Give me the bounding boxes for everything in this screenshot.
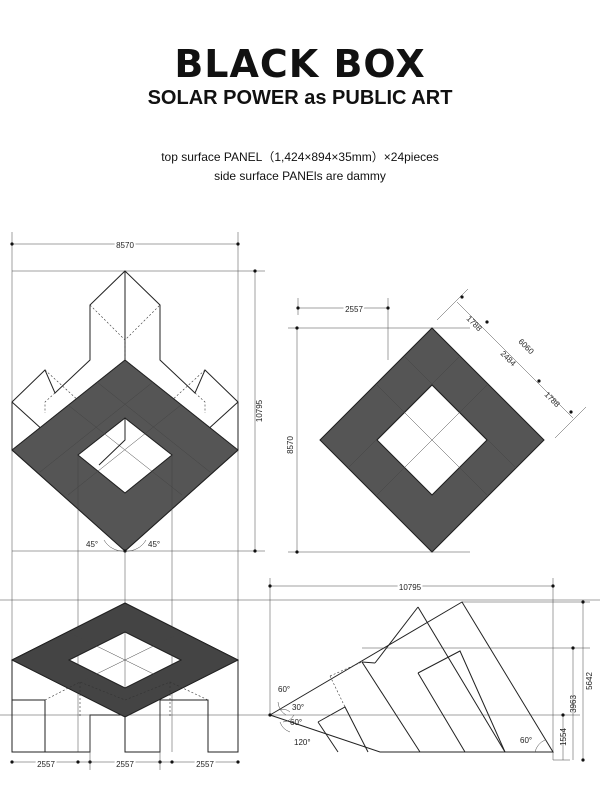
plan-drawing: 2557 8570 1788 6060 2484 1788	[286, 288, 587, 554]
elevation-drawing: 8570 10795 45° 45°	[10, 232, 265, 752]
front-span-1: 2557	[37, 760, 55, 769]
elevation-width-label: 8570	[116, 241, 134, 250]
side-angle-30: 30°	[292, 703, 304, 712]
dummy-panel-note: side surface PANEls are dammy	[214, 169, 386, 183]
front-span-2: 2557	[116, 760, 134, 769]
side-height-mid: 3963	[569, 695, 578, 713]
plan-height-label: 8570	[286, 436, 295, 454]
front-drawing: 2557 2557 2557	[0, 599, 600, 771]
side-angle-60: 60°	[290, 718, 302, 727]
plan-seg-b: 1788	[543, 390, 562, 409]
plan-seg-a: 1788	[465, 314, 484, 333]
page-subtitle: SOLAR POWER as PUBLIC ART	[147, 87, 453, 109]
side-angle-top: 60°	[278, 685, 290, 694]
side-width-label: 10795	[399, 583, 422, 592]
panel-spec-text: top surface PANEL（1,424×894×35mm）×24piec…	[161, 150, 439, 164]
side-angle-bottom: 60°	[520, 736, 532, 745]
elevation-height-label: 10795	[255, 399, 264, 422]
plan-seg-mid: 2484	[499, 349, 518, 368]
plan-seg-total: 6060	[517, 337, 536, 356]
elevation-angle-right: 45°	[148, 540, 160, 549]
plan-offset-label: 2557	[345, 305, 363, 314]
side-height-low: 1554	[559, 728, 568, 746]
side-height-total: 5642	[585, 672, 594, 690]
elevation-angle-left: 45°	[86, 540, 98, 549]
side-angle-120: 120°	[294, 738, 311, 747]
page-title: BLACK BOX	[174, 42, 426, 86]
side-drawing: 10795 5642 3963 1554 60° 30° 60° 120° 60…	[268, 578, 594, 762]
front-span-3: 2557	[196, 760, 214, 769]
